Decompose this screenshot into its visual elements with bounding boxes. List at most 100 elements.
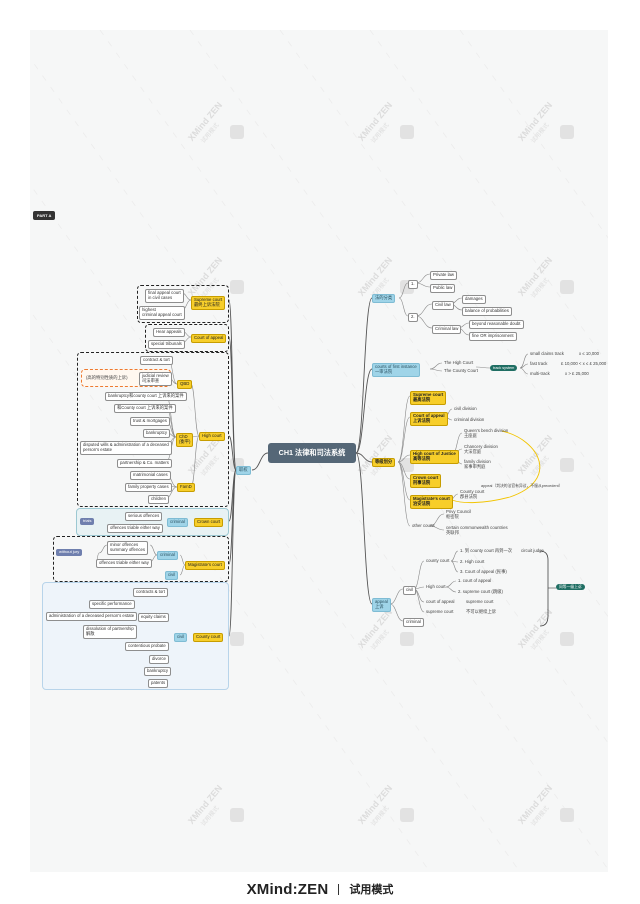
final-appeal-civil[interactable]: final appeal court in civil cases — [145, 289, 184, 303]
left-supreme-court[interactable]: Supreme court 最终上诉法院 — [191, 296, 226, 310]
first-instance-node[interactable]: courts of first instance 一审法院 — [372, 363, 420, 377]
classify-1-node[interactable]: 1. — [408, 280, 418, 289]
children-node[interactable]: children — [148, 495, 170, 504]
court-of-appeal-1[interactable]: 1. court of appeal — [458, 578, 492, 583]
connector-line — [397, 461, 411, 527]
classify-2-node[interactable]: 2. — [408, 313, 418, 322]
crown-court-node[interactable]: Crown court 刑事法院 — [410, 474, 442, 488]
court-of-appeal-a[interactable]: court of appeal — [426, 599, 455, 604]
magistrates-court-node[interactable]: Magistrate's court 治安法院 — [410, 495, 453, 509]
small-claims-node[interactable]: small claims track — [530, 351, 564, 356]
left-crown-court[interactable]: Crown court — [194, 518, 224, 527]
qbd-node[interactable]: QBD — [177, 380, 193, 389]
crown-criminal-node[interactable]: criminal — [167, 518, 188, 527]
left-magistrates[interactable]: Magistrate's court — [185, 561, 225, 570]
court-of-appeal-node[interactable]: Court of appeal 上诉法院 — [410, 412, 448, 426]
admin-estate-node[interactable]: administration of a deceased person's es… — [46, 612, 138, 621]
supreme-court-2[interactable]: 2. supreme court (跳级) — [458, 589, 503, 594]
hear-appeals[interactable]: Hear appeals — [153, 328, 185, 337]
private-law-node[interactable]: Private law — [430, 271, 458, 280]
watermark-logo-icon — [400, 125, 414, 139]
judicial-review-node[interactable]: judicial review 司法审查 — [139, 372, 172, 386]
county-court-a[interactable]: county court — [426, 558, 450, 563]
root-topic[interactable]: CH1 法律和司法系统 — [268, 443, 356, 463]
civil-law-node[interactable]: Civil law — [432, 301, 454, 310]
supreme-court-a[interactable]: supreme court — [466, 599, 494, 604]
queens-bench-node[interactable]: Queen's bench division 王座庭 — [464, 428, 509, 438]
civil-division-node[interactable]: civil division — [454, 406, 477, 411]
commonwealth-node[interactable]: certain commonwealth countries 英联邦 — [446, 525, 508, 535]
fast-track-node[interactable]: fast track — [530, 361, 548, 366]
serious-offences-node[interactable]: serious offences — [125, 512, 163, 521]
mag-criminal-node[interactable]: criminal — [157, 551, 178, 560]
public-law-node[interactable]: Public law — [430, 284, 456, 293]
track-system-node[interactable]: track system — [490, 365, 518, 372]
privy-council-node[interactable]: Privy Council 枢密院 — [446, 509, 472, 519]
partnership-node[interactable]: partnership & Co. matters — [117, 459, 172, 468]
balance-node[interactable]: balance of probabilities — [462, 307, 512, 316]
bankruptcy-appeal-node[interactable]: bankruptcy和county court 上诉来的案件 — [105, 392, 187, 401]
connector-line — [415, 273, 431, 284]
either-way-b-node[interactable]: offences triable either way — [96, 559, 152, 568]
appeal-node[interactable]: appeal 上诉 — [372, 598, 391, 612]
county-appeal-node[interactable]: 和County court 上诉来的案件 — [114, 404, 176, 413]
hierarchy-node[interactable]: 等级划分 — [372, 458, 396, 467]
civil-appeal-node[interactable]: civil — [403, 586, 417, 595]
appeal-once-node[interactable]: 同等一级上诉 — [556, 584, 585, 591]
supreme-court-b[interactable]: supreme court — [426, 609, 454, 614]
dissolution-node[interactable]: dissolution of partnership 解散 — [83, 625, 137, 639]
fine-node[interactable]: fine OR imprisonment — [469, 332, 517, 341]
famd-node[interactable]: FamD — [177, 483, 195, 492]
divorce-node[interactable]: divorce — [149, 655, 169, 664]
equity-claims-node[interactable]: equity claims — [138, 613, 169, 622]
contracts-tort-node[interactable]: contracts & tort — [133, 588, 168, 597]
xmind-logo: XMind:ZEN — [246, 880, 329, 898]
left-court-of-appeal[interactable]: Court of appeal — [191, 334, 227, 343]
highest-criminal[interactable]: highest criminal appeal court — [139, 306, 185, 320]
bankruptcy-b-node[interactable]: bankruptcy — [144, 667, 172, 676]
supreme-court-node[interactable]: Supreme court 最高法院 — [410, 391, 447, 405]
without-jury-node[interactable]: without jury — [56, 549, 83, 556]
multi-track-node[interactable]: multi-track — [530, 371, 550, 376]
high-court-a[interactable]: High court — [426, 584, 446, 589]
trusts-node[interactable]: trust & mortgages — [130, 417, 170, 426]
damages-node[interactable]: damages — [462, 295, 486, 304]
classify-node[interactable]: 法的分类 — [372, 294, 396, 303]
family-division-node[interactable]: family division 家事审判庭 — [464, 459, 491, 469]
disputed-wills-node[interactable]: disputed wills & administration of a dec… — [80, 441, 172, 455]
part-tag: PART A — [33, 211, 56, 220]
chd-node[interactable]: ChD (衡平) — [176, 433, 194, 447]
county-civil-node[interactable]: civil — [174, 633, 188, 642]
criminal-appeal-node[interactable]: criminal — [403, 618, 424, 627]
no-appeal-node[interactable]: 不可以继续上诉 — [466, 609, 497, 614]
family-property-node[interactable]: family property cases — [125, 483, 172, 492]
mag-civil-node[interactable]: civil — [165, 571, 179, 580]
specific-performance-node[interactable]: specific performance — [89, 600, 135, 609]
circuit-judge-node[interactable]: circuit judge — [521, 548, 544, 553]
left-high-court[interactable]: High court — [199, 432, 225, 441]
county-court-fi[interactable]: The County Court — [444, 368, 478, 373]
appeal-2-node[interactable]: 2. High court — [460, 559, 485, 564]
contract-tort-node[interactable]: contract & tort — [140, 356, 173, 365]
other-courts-node[interactable]: other courts — [412, 523, 435, 528]
special-tribunals[interactable]: special tribunals — [148, 340, 185, 349]
appeal-1-node[interactable]: 1. 到 county court 再到一次 — [460, 548, 513, 553]
trials-node[interactable]: trials — [80, 518, 95, 525]
contentious-probate-node[interactable]: contentious probate — [125, 642, 169, 651]
high-court-fi[interactable]: The High Court — [444, 360, 474, 365]
left-county-court[interactable]: County court — [193, 633, 224, 642]
appeal-3-node[interactable]: 3. Court of appeal (民事) — [460, 569, 507, 574]
either-way-node[interactable]: offences triable either way — [107, 524, 163, 533]
beyond-doubt-node[interactable]: beyond reasonable doubt — [469, 320, 524, 329]
county-court-r-node[interactable]: County court 郡县法院 — [460, 489, 485, 499]
criminal-division-node[interactable]: criminal division — [454, 417, 485, 422]
matrimonial-node[interactable]: matrimonial cases — [130, 471, 171, 480]
high-court-justice-node[interactable]: High court of Justice 高等法院 — [410, 450, 459, 464]
jurisdiction-node[interactable]: 职权 — [236, 466, 251, 475]
criminal-law-node[interactable]: Criminal law — [432, 325, 462, 334]
bankruptcy-node[interactable]: bankruptcy — [143, 429, 171, 438]
chancery-node[interactable]: Chancery division 大法官庭 — [464, 444, 498, 454]
minor-offences-node[interactable]: minor offences summary offences — [107, 541, 149, 555]
watermark-logo-icon — [400, 808, 414, 822]
patents-node[interactable]: patents — [148, 679, 169, 688]
